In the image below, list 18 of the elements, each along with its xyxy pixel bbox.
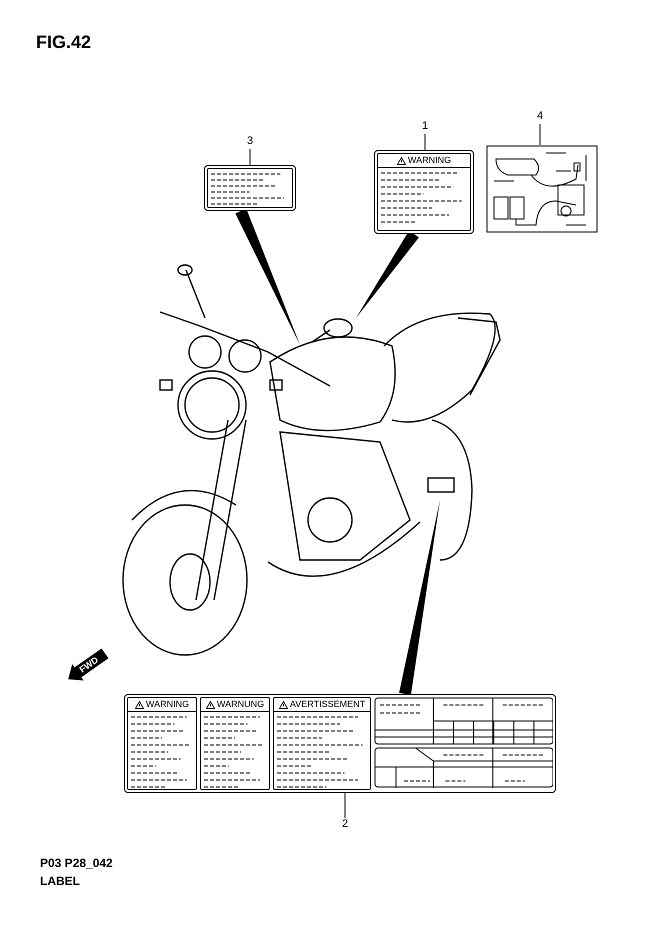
pointer-wedge <box>399 500 440 696</box>
callout-number: 3 <box>243 135 257 149</box>
warning-heading: WARNUNG <box>216 699 264 710</box>
warning-heading: WARNING <box>408 155 452 166</box>
direction-label: FWD <box>77 654 101 676</box>
warning-label-sticker <box>124 694 556 793</box>
leader-line <box>424 134 426 150</box>
callout-number: 1 <box>418 120 432 134</box>
warning-label-sticker <box>374 150 474 234</box>
figure-number: FIG.42 <box>36 32 92 53</box>
part-code: P03 P28_042 <box>40 856 113 870</box>
leader-line <box>344 792 346 818</box>
warning-heading: AVERTISSEMENT <box>290 699 366 710</box>
callout-number: 2 <box>338 818 352 832</box>
pointer-wedge <box>235 208 300 345</box>
warning-heading: WARNING <box>146 699 190 710</box>
callout-number: 4 <box>533 110 547 124</box>
section-title: LABEL <box>40 874 80 888</box>
